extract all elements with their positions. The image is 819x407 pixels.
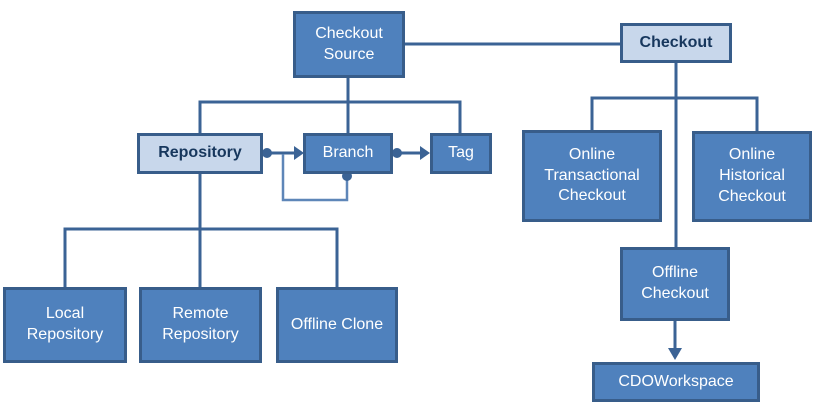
- node-checkout-source: Checkout Source: [293, 11, 405, 78]
- dot-branch-tag: [392, 148, 402, 158]
- node-offline-checkout: Offline Checkout: [620, 247, 730, 321]
- node-checkout-source-label: Checkout Source: [315, 24, 383, 63]
- node-cdoworkspace-label: CDOWorkspace: [618, 372, 734, 390]
- node-branch-label: Branch: [322, 144, 374, 162]
- node-offline-checkout-label: Offline Checkout: [641, 264, 709, 302]
- node-offline-clone: Offline Clone: [276, 287, 398, 363]
- node-repository: Repository: [137, 133, 263, 174]
- node-checkout-label: Checkout: [639, 33, 713, 51]
- node-checkout: Checkout: [620, 23, 732, 63]
- node-repository-label: Repository: [158, 144, 242, 162]
- node-online-transactional-checkout: Online Transactional Checkout: [522, 130, 662, 222]
- arrowhead-into-tag: [420, 146, 430, 160]
- node-cdoworkspace: CDOWorkspace: [592, 362, 760, 402]
- node-tag: Tag: [430, 133, 492, 174]
- node-remote-repository: Remote Repository: [139, 287, 262, 363]
- arrowhead-into-branch: [294, 146, 304, 160]
- node-online-transactional-checkout-label: Online Transactional Checkout: [544, 145, 640, 205]
- edge-branch-self-loop: [281, 154, 349, 202]
- node-branch: Branch: [303, 133, 393, 174]
- node-remote-repository-label: Remote Repository: [162, 305, 239, 343]
- node-offline-clone-label: Offline Clone: [290, 315, 384, 333]
- node-local-repository-label: Local Repository: [26, 305, 104, 343]
- node-tag-label: Tag: [448, 144, 474, 162]
- node-online-historical-checkout-label: Online Historical Checkout: [718, 146, 786, 205]
- node-local-repository: Local Repository: [3, 287, 127, 363]
- node-online-historical-checkout: Online Historical Checkout: [692, 131, 812, 222]
- dot-repository-branch: [262, 148, 272, 158]
- arrowhead-into-cdoworkspace: [668, 348, 682, 360]
